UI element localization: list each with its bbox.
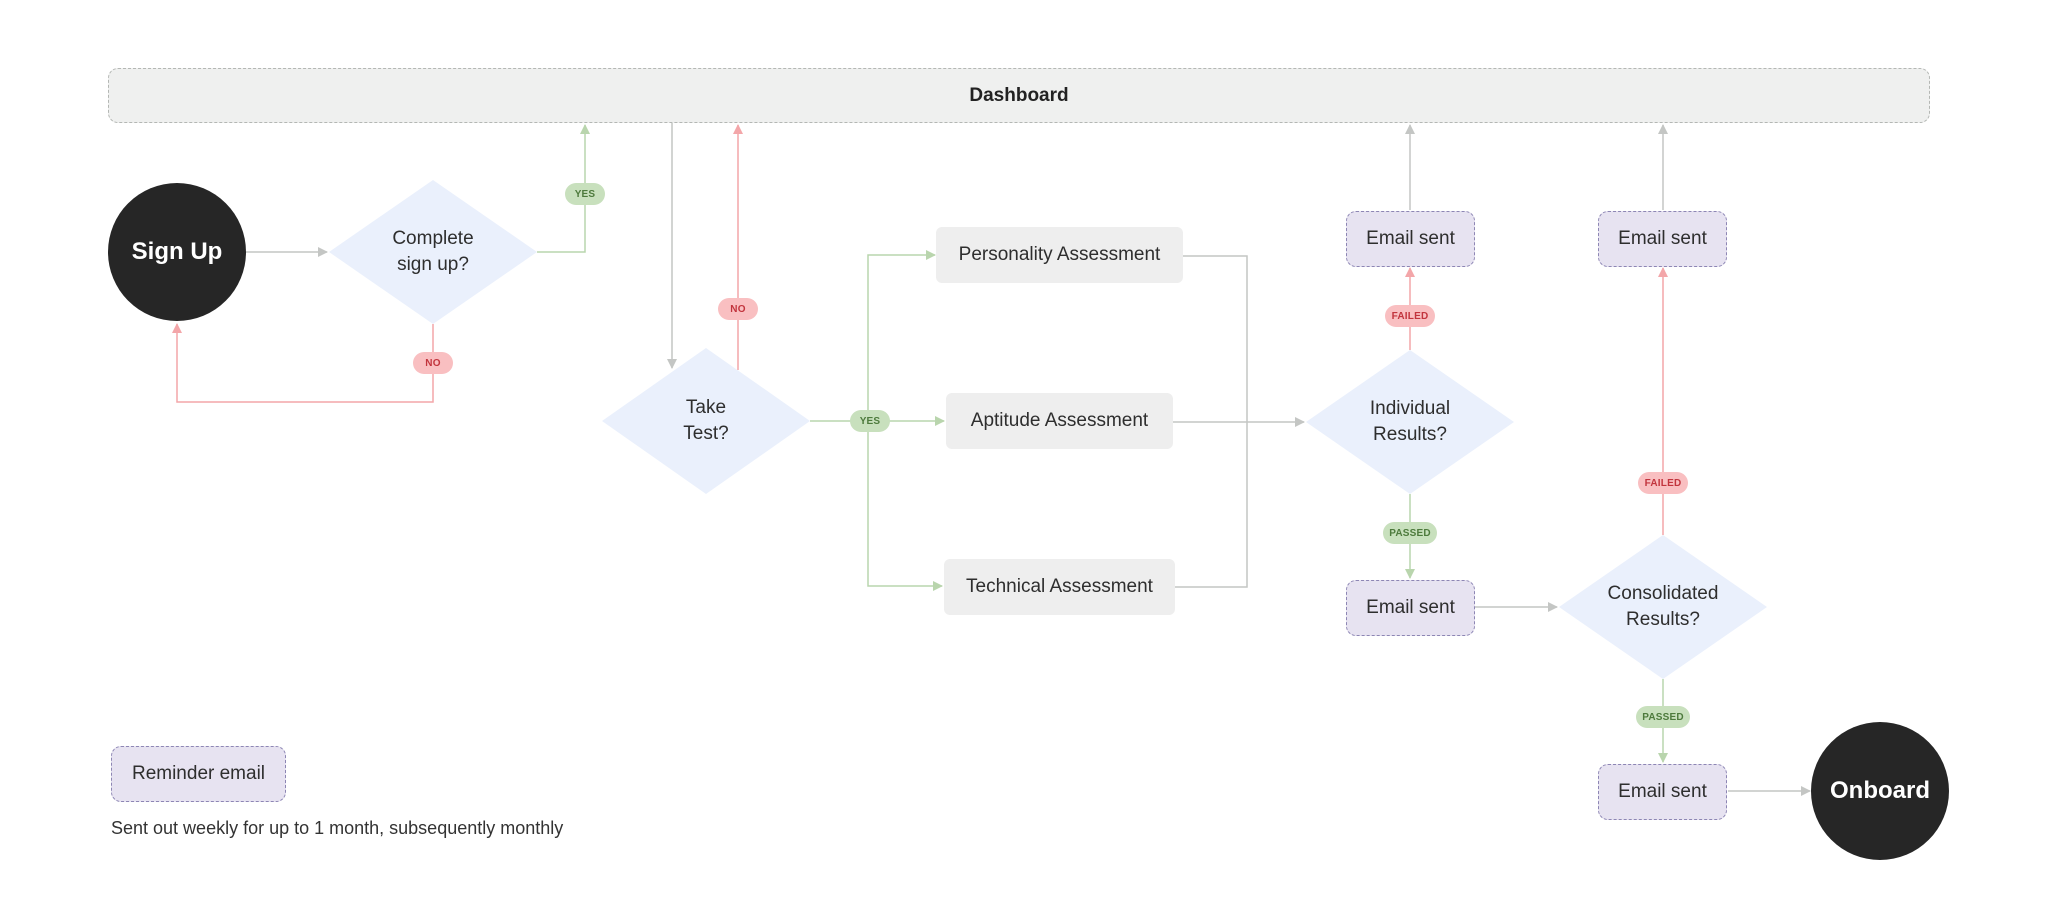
pill-take-test-no: NO — [718, 298, 758, 320]
email-consolidated-passed-label: Email sent — [1618, 781, 1707, 802]
decision-individual-results-shape — [1306, 350, 1514, 494]
pill-consolidated-passed: PASSED — [1636, 706, 1690, 728]
legend-reminder-email: Reminder email — [111, 746, 286, 802]
edge-take-test-yes-to-technical — [867, 421, 943, 591]
pill-individual-failed: FAILED — [1385, 305, 1435, 327]
email-consolidated-failed[interactable]: Email sent — [1598, 211, 1727, 267]
dashboard-label: Dashboard — [969, 84, 1069, 106]
email-individual-failed[interactable]: Email sent — [1346, 211, 1475, 267]
decision-take-test-shape — [602, 348, 810, 494]
email-consolidated-failed-label: Email sent — [1618, 228, 1707, 249]
dashboard-bar[interactable]: Dashboard — [108, 68, 1930, 123]
pill-consolidated-failed: FAILED — [1638, 472, 1688, 494]
decision-consolidated-results-label: Consolidated Results? — [1607, 583, 1719, 630]
end-node-label: Onboard — [1830, 777, 1930, 804]
personality-assessment-label: Personality Assessment — [958, 244, 1161, 265]
decision-complete-signup-label: Complete sign up? — [392, 228, 474, 275]
decision-consolidated-results-shape — [1559, 535, 1767, 679]
email-individual-failed-label: Email sent — [1366, 228, 1455, 249]
start-node-sign-up[interactable]: Sign Up — [108, 183, 246, 321]
pill-signup-yes: YES — [565, 183, 605, 205]
start-node-label: Sign Up — [131, 238, 223, 265]
pill-take-test-yes: YES — [850, 410, 890, 432]
decision-complete-signup-shape — [329, 180, 537, 324]
edge-complete-no-to-signup — [172, 323, 434, 403]
email-individual-passed[interactable]: Email sent — [1346, 580, 1475, 636]
email-individual-passed-label: Email sent — [1366, 597, 1455, 618]
technical-assessment-box[interactable]: Technical Assessment — [944, 559, 1175, 615]
decision-take-test-label: Take Test? — [683, 397, 729, 444]
aptitude-assessment-label: Aptitude Assessment — [970, 410, 1149, 431]
technical-assessment-label: Technical Assessment — [966, 576, 1153, 597]
pill-signup-no: NO — [413, 352, 453, 374]
legend-note: Sent out weekly for up to 1 month, subse… — [111, 818, 564, 838]
end-node-onboard[interactable]: Onboard — [1811, 722, 1949, 860]
email-consolidated-passed[interactable]: Email sent — [1598, 764, 1727, 820]
legend-reminder-email-label: Reminder email — [131, 763, 266, 784]
decision-individual-results-label: Individual Results? — [1369, 398, 1451, 445]
aptitude-assessment-box[interactable]: Aptitude Assessment — [946, 393, 1173, 449]
personality-assessment-box[interactable]: Personality Assessment — [936, 227, 1183, 283]
edge-complete-yes-to-dashboard — [537, 124, 590, 253]
edge-take-test-yes-to-personality — [867, 250, 936, 421]
pill-individual-passed: PASSED — [1383, 522, 1437, 544]
